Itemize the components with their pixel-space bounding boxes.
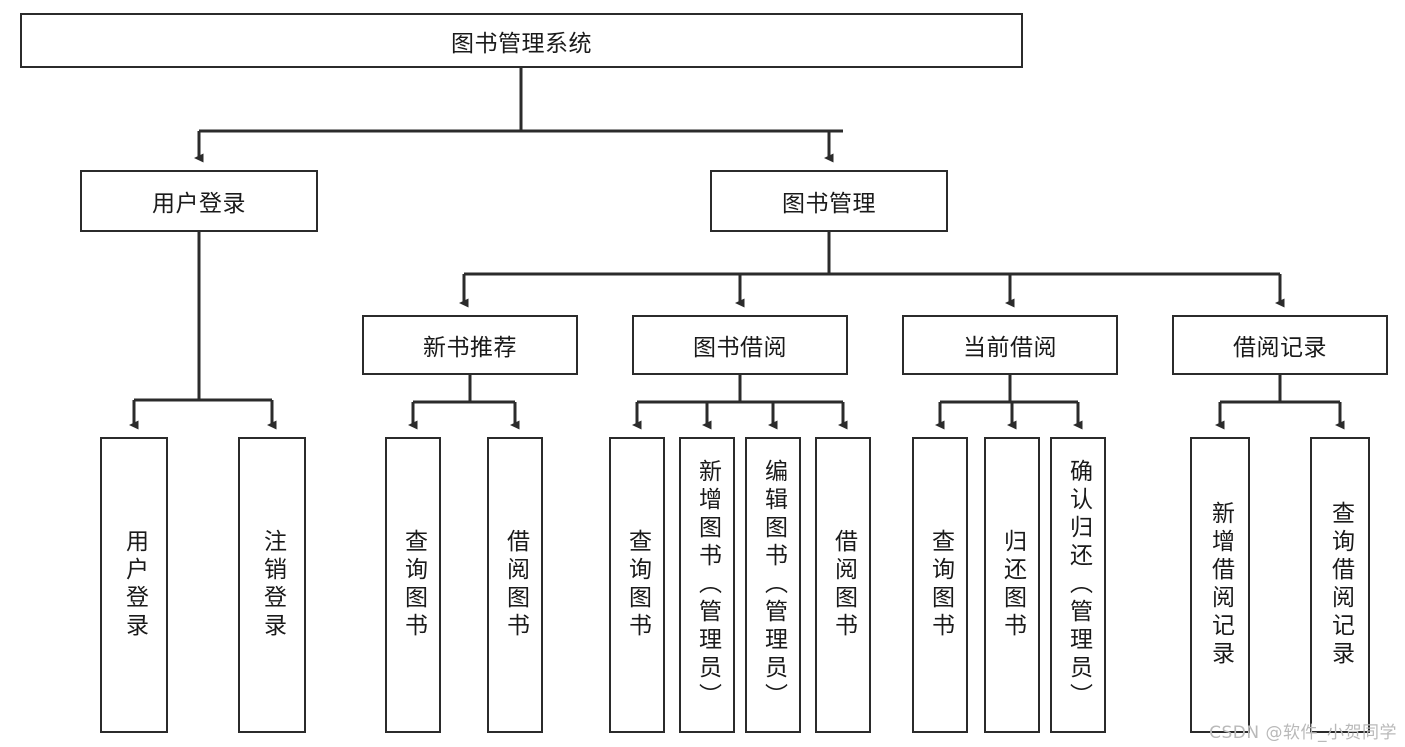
node-user-login-label: 用户登录 — [152, 191, 246, 217]
leaf-cb-confirm-return-admin-label: 确认归还（管理员） — [1065, 459, 1092, 711]
node-borrow-record-label: 借阅记录 — [1233, 335, 1327, 361]
leaf-cb-return-book[interactable]: 归还图书 — [984, 437, 1040, 733]
node-root-label: 图书管理系统 — [451, 30, 592, 57]
leaf-logout[interactable]: 注销登录 — [238, 437, 306, 733]
leaf-br-query-record[interactable]: 查询借阅记录 — [1310, 437, 1370, 733]
leaf-bb-add-book-admin[interactable]: 新增图书（管理员） — [679, 437, 735, 733]
node-book-borrow-label: 图书借阅 — [693, 335, 787, 361]
node-current-borrow-label: 当前借阅 — [963, 335, 1057, 361]
node-book-management[interactable]: 图书管理 — [710, 170, 948, 232]
leaf-user-login[interactable]: 用户登录 — [100, 437, 168, 733]
node-user-login[interactable]: 用户登录 — [80, 170, 318, 232]
leaf-nbr-borrow-book-label: 借阅图书 — [502, 529, 529, 641]
leaf-nbr-borrow-book[interactable]: 借阅图书 — [487, 437, 543, 733]
leaf-cb-return-book-label: 归还图书 — [999, 529, 1026, 641]
leaf-br-add-record[interactable]: 新增借阅记录 — [1190, 437, 1250, 733]
node-root[interactable]: 图书管理系统 — [20, 13, 1023, 68]
leaf-bb-add-book-admin-label: 新增图书（管理员） — [694, 459, 721, 711]
leaf-bb-edit-book-admin-label: 编辑图书（管理员） — [760, 459, 787, 711]
leaf-cb-query-book[interactable]: 查询图书 — [912, 437, 968, 733]
node-book-borrow[interactable]: 图书借阅 — [632, 315, 848, 375]
leaf-bb-query-book-label: 查询图书 — [624, 529, 651, 641]
leaf-logout-label: 注销登录 — [259, 529, 286, 641]
node-new-book-recommend-label: 新书推荐 — [423, 335, 517, 361]
watermark-text: CSDN @软件_小贺同学 — [1209, 723, 1397, 743]
leaf-br-query-record-label: 查询借阅记录 — [1327, 501, 1354, 669]
node-borrow-record[interactable]: 借阅记录 — [1172, 315, 1388, 375]
leaf-cb-confirm-return-admin[interactable]: 确认归还（管理员） — [1050, 437, 1106, 733]
leaf-nbr-query-book-label: 查询图书 — [400, 529, 427, 641]
leaf-nbr-query-book[interactable]: 查询图书 — [385, 437, 441, 733]
leaf-cb-query-book-label: 查询图书 — [927, 529, 954, 641]
leaf-br-add-record-label: 新增借阅记录 — [1207, 501, 1234, 669]
node-new-book-recommend[interactable]: 新书推荐 — [362, 315, 578, 375]
leaf-bb-query-book[interactable]: 查询图书 — [609, 437, 665, 733]
node-current-borrow[interactable]: 当前借阅 — [902, 315, 1118, 375]
leaf-user-login-label: 用户登录 — [121, 529, 148, 641]
node-book-management-label: 图书管理 — [782, 191, 876, 217]
leaf-bb-borrow-book-label: 借阅图书 — [830, 529, 857, 641]
leaf-bb-edit-book-admin[interactable]: 编辑图书（管理员） — [745, 437, 801, 733]
leaf-bb-borrow-book[interactable]: 借阅图书 — [815, 437, 871, 733]
